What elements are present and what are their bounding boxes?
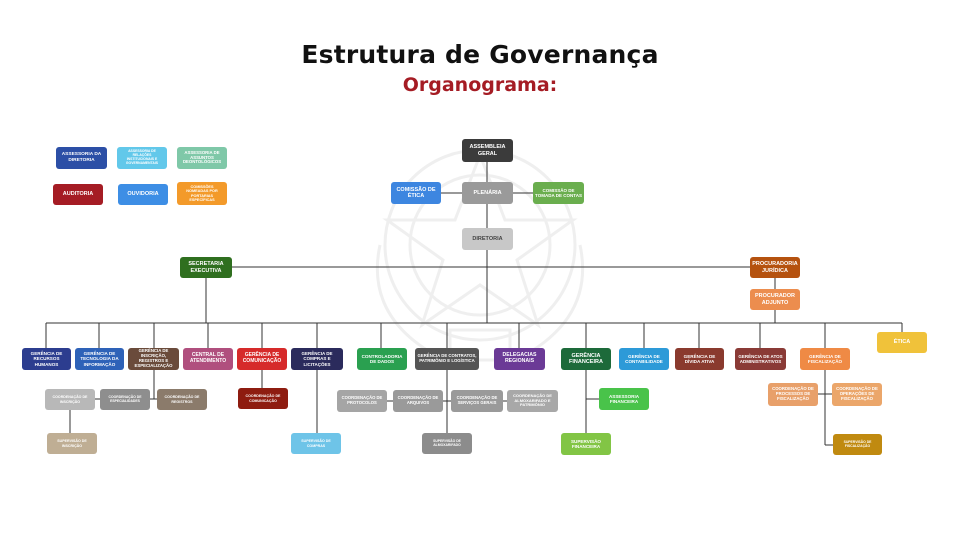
node-label: COORDENAÇÃO DE REGISTROS (164, 395, 200, 404)
node-diretoria: DIRETORIA (462, 228, 513, 250)
node-label: SUPERVISÃO DE FISCALIZAÇÃO (843, 439, 872, 448)
node-controladoria-de-dados: CONTROLADORIA DE DADOS (357, 348, 407, 370)
node-label: CENTRAL DE ATENDIMENTO (189, 352, 227, 364)
node-gerencia-comunicacao: GERÊNCIA DE COMUNICAÇÃO (237, 348, 287, 370)
node-label: COORDENAÇÃO DE SERVIÇOS GERAIS (456, 395, 498, 405)
node-supervisao-financeira: SUPERVISÃO FINANCEIRA (561, 433, 611, 455)
node-gerencia-recursos-humanos: GERÊNCIA DE RECURSOS HUMANOS (22, 348, 71, 370)
node-label: PROCURADORIA JURÍDICA (752, 261, 798, 274)
node-label: ASSEMBLEIA GERAL (469, 144, 506, 157)
node-label: SECRETARIA EXECUTIVA (188, 261, 224, 274)
node-comissao-tomada-de-contas: COMISSÃO DE TOMADA DE CONTAS (533, 182, 584, 204)
node-coordenacao-processos-fiscalizacao: COORDENAÇÃO DE PROCESSOS DE FISCALIZAÇÃO (768, 383, 818, 406)
node-supervisao-almoxarifado: SUPERVISÃO DE ALMOXARIFADO (422, 433, 472, 454)
node-gerencia-atos-administrativos: GERÊNCIA DE ATOS ADMINISTRATIVOS (735, 348, 786, 370)
node-label: DELEGACIAS REGIONAIS (502, 352, 537, 364)
node-label: PROCURADOR ADJUNTO (754, 293, 796, 306)
node-label: GERÊNCIA DE ATOS ADMINISTRATIVOS (738, 353, 783, 364)
node-gerencia-compras-licitacoes: GERÊNCIA DE COMPRAS E LICITAÇÕES (291, 348, 343, 370)
node-comissao-de-etica: COMISSÃO DE ÉTICA (391, 182, 441, 204)
node-label: ASSESSORIA DE ASSUNTOS DEONTOLÓGICOS (182, 149, 222, 165)
node-label: COORDENAÇÃO DE ALMOXARIFADO E PATRIMÔNIO (513, 393, 552, 408)
page-title: Estrutura de Governança (301, 40, 659, 69)
node-label: CONTROLADORIA DE DADOS (361, 353, 403, 364)
node-gerencia-financeira: GERÊNCIA FINANCEIRA (561, 348, 611, 370)
node-coordenacao-operacoes-fiscalizacao: COORDENAÇÃO DE OPERAÇÕES DE FISCALIZAÇÃO (832, 383, 882, 406)
node-coordenacao-registros: COORDENAÇÃO DE REGISTROS (157, 389, 207, 410)
node-secretaria-executiva: SECRETARIA EXECUTIVA (180, 257, 232, 278)
node-coordenacao-almoxarifado: COORDENAÇÃO DE ALMOXARIFADO E PATRIMÔNIO (507, 390, 558, 412)
node-procuradoria-juridica: PROCURADORIA JURÍDICA (750, 257, 800, 278)
node-label: GERÊNCIA FINANCEIRA (569, 352, 603, 365)
node-coordenacao-especialidades: COORDENAÇÃO DE ESPECIALIDADES (100, 389, 150, 410)
node-label: SUPERVISÃO DE COMPRAS (301, 439, 331, 448)
node-label: GERÊNCIA DE COMUNICAÇÃO (242, 352, 282, 364)
node-label: GERÊNCIA DE TECNOLOGIA DA INFORMAÇÃO (80, 351, 119, 367)
node-coordenacao-inscricao: COORDENAÇÃO DE INSCRIÇÃO (45, 389, 95, 410)
node-label: GERÊNCIA DE RECURSOS HUMANOS (30, 351, 63, 367)
node-coordenacao-protocolos: COORDENAÇÃO DE PROTOCOLOS (337, 390, 387, 412)
node-label: COORDENAÇÃO DE ESPECIALIDADES (108, 394, 142, 403)
node-label: GERÊNCIA DE DÍVIDA ATIVA (683, 353, 716, 364)
node-label: GERÊNCIA DE CONTRATOS, PATRIMÔNIO E LOGÍ… (417, 353, 477, 363)
node-label: GERÊNCIA DE COMPRAS E LICITAÇÕES (301, 351, 333, 367)
node-label: COORDENAÇÃO DE ARQUIVOS (397, 395, 439, 405)
node-label: GERÊNCIA DE INSCRIÇÃO, REGISTROS E ESPEC… (134, 348, 173, 368)
node-assessoria-assuntos-deontologicos: ASSESSORIA DE ASSUNTOS DEONTOLÓGICOS (177, 147, 227, 169)
node-assessoria-da-diretoria: ASSESSORIA DA DIRETORIA (56, 147, 107, 169)
node-label: COORDENAÇÃO DE OPERAÇÕES DE FISCALIZAÇÃO (836, 386, 878, 401)
node-label: GERÊNCIA DE FISCALIZAÇÃO (807, 353, 843, 364)
node-label: ASSESSORIA DA DIRETORIA (61, 152, 102, 163)
node-label: COORDENAÇÃO DE INSCRIÇÃO (52, 395, 88, 404)
node-assessoria-financeira: ASSESSORIA FINANCEIRA (599, 388, 649, 410)
node-gerencia-divida-ativa: GERÊNCIA DE DÍVIDA ATIVA (675, 348, 724, 370)
node-plenaria: PLENÁRIA (462, 182, 513, 204)
node-label: ÉTICA (893, 339, 911, 346)
node-label: ASSESSORIA DE RELAÇÕES INSTITUCIONAIS E … (125, 149, 159, 165)
node-supervisao-compras: SUPERVISÃO DE COMPRAS (291, 433, 341, 454)
node-ouvidoria: OUVIDORIA (118, 184, 168, 205)
node-gerencia-contratos-patrimonio: GERÊNCIA DE CONTRATOS, PATRIMÔNIO E LOGÍ… (415, 348, 479, 370)
node-procurador-adjunto: PROCURADOR ADJUNTO (750, 289, 800, 310)
node-label: COORDENAÇÃO DE COMUNICAÇÃO (245, 394, 281, 403)
node-gerencia-contabilidade: GERÊNCIA DE CONTABILIDADE (619, 348, 669, 370)
node-label: DIRETORIA (472, 235, 503, 242)
node-label: COMISSÃO DE ÉTICA (396, 186, 436, 199)
node-coordenacao-comunicacao: COORDENAÇÃO DE COMUNICAÇÃO (238, 388, 288, 409)
node-label: SUPERVISÃO DE ALMOXARIFADO (433, 438, 461, 447)
node-comissoes-nomeadas: COMISSÕES NOMEADAS POR PORTARIAS ESPECÍF… (177, 182, 227, 205)
node-etica: ÉTICA (877, 332, 927, 353)
node-supervisao-inscricao: SUPERVISÃO DE INSCRIÇÃO (47, 433, 97, 454)
node-assembleia-geral: ASSEMBLEIA GERAL (462, 139, 513, 162)
node-label: COORDENAÇÃO DE PROCESSOS DE FISCALIZAÇÃO (772, 386, 814, 401)
node-label: OUVIDORIA (127, 191, 159, 198)
node-auditoria: AUDITORIA (53, 184, 103, 205)
node-delegacias-regionais: DELEGACIAS REGIONAIS (494, 348, 545, 370)
node-label: COORDENAÇÃO DE PROTOCOLOS (341, 395, 383, 405)
node-gerencia-inscricao-registros: GERÊNCIA DE INSCRIÇÃO, REGISTROS E ESPEC… (128, 348, 179, 370)
node-coordenacao-servicos-gerais: COORDENAÇÃO DE SERVIÇOS GERAIS (451, 390, 503, 412)
node-label: SUPERVISÃO FINANCEIRA (570, 438, 602, 449)
page-subtitle: Organograma: (402, 74, 558, 96)
node-gerencia-fiscalizacao: GERÊNCIA DE FISCALIZAÇÃO (800, 348, 850, 370)
node-label: AUDITORIA (62, 191, 94, 198)
node-supervisao-fiscalizacao: SUPERVISÃO DE FISCALIZAÇÃO (833, 434, 882, 455)
node-coordenacao-arquivos: COORDENAÇÃO DE ARQUIVOS (393, 390, 443, 412)
node-label: SUPERVISÃO DE INSCRIÇÃO (57, 439, 87, 448)
node-label: ASSESSORIA FINANCEIRA (608, 393, 640, 404)
node-gerencia-tecnologia-informacao: GERÊNCIA DE TECNOLOGIA DA INFORMAÇÃO (75, 348, 124, 370)
node-central-de-atendimento: CENTRAL DE ATENDIMENTO (183, 348, 233, 370)
node-label: COMISSÕES NOMEADAS POR PORTARIAS ESPECÍF… (186, 184, 218, 202)
node-label: GERÊNCIA DE CONTABILIDADE (625, 353, 663, 364)
node-label: PLENÁRIA (473, 189, 502, 196)
node-assessoria-relacoes-institucionais: ASSESSORIA DE RELAÇÕES INSTITUCIONAIS E … (117, 147, 167, 169)
node-label: COMISSÃO DE TOMADA DE CONTAS (535, 187, 582, 198)
